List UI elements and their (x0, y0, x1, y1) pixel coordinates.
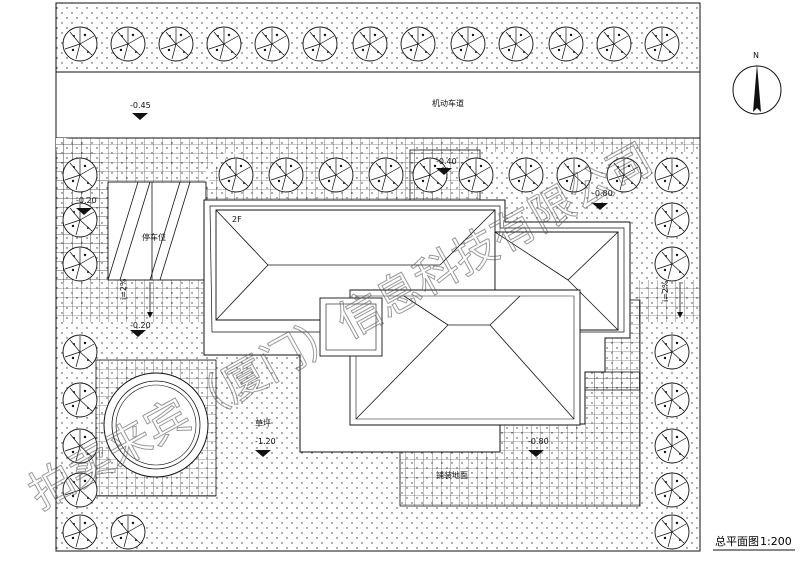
plan-title: 总平面图 (715, 534, 759, 548)
floor-label: 2F (232, 215, 242, 224)
lawn-level: -1.20 (255, 437, 276, 446)
parking-area (107, 181, 207, 281)
slope-right (677, 282, 683, 318)
paving-level: -0.80 (528, 437, 549, 446)
entry-level: -0.40 (436, 157, 457, 166)
road-level-label: -0.45 (130, 101, 151, 110)
parking-label: 停车位 (142, 232, 166, 242)
lawn-label: 草坪 (255, 418, 271, 428)
left-lower-level: -0.20 (130, 321, 151, 330)
building (203, 199, 631, 453)
slope-right-label: i=2% (661, 280, 670, 302)
watermark-text: 拍卖来宾（厦门）信息科技有限公司 (21, 134, 661, 520)
road-label: 机动车道 (432, 98, 464, 108)
vehicle-road (55, 71, 701, 139)
plan-scale: 1:200 (760, 535, 792, 548)
paving-label: 铺装地面 (436, 470, 468, 480)
slope-left-label: i=2% (119, 278, 128, 300)
left-upper-level: -0.20 (76, 196, 97, 205)
level-markers (76, 113, 608, 457)
slope-left (147, 282, 153, 318)
right-upper-level: -0.80 (592, 189, 613, 198)
north-label: N (753, 51, 759, 60)
north-arrow: N (732, 51, 782, 115)
